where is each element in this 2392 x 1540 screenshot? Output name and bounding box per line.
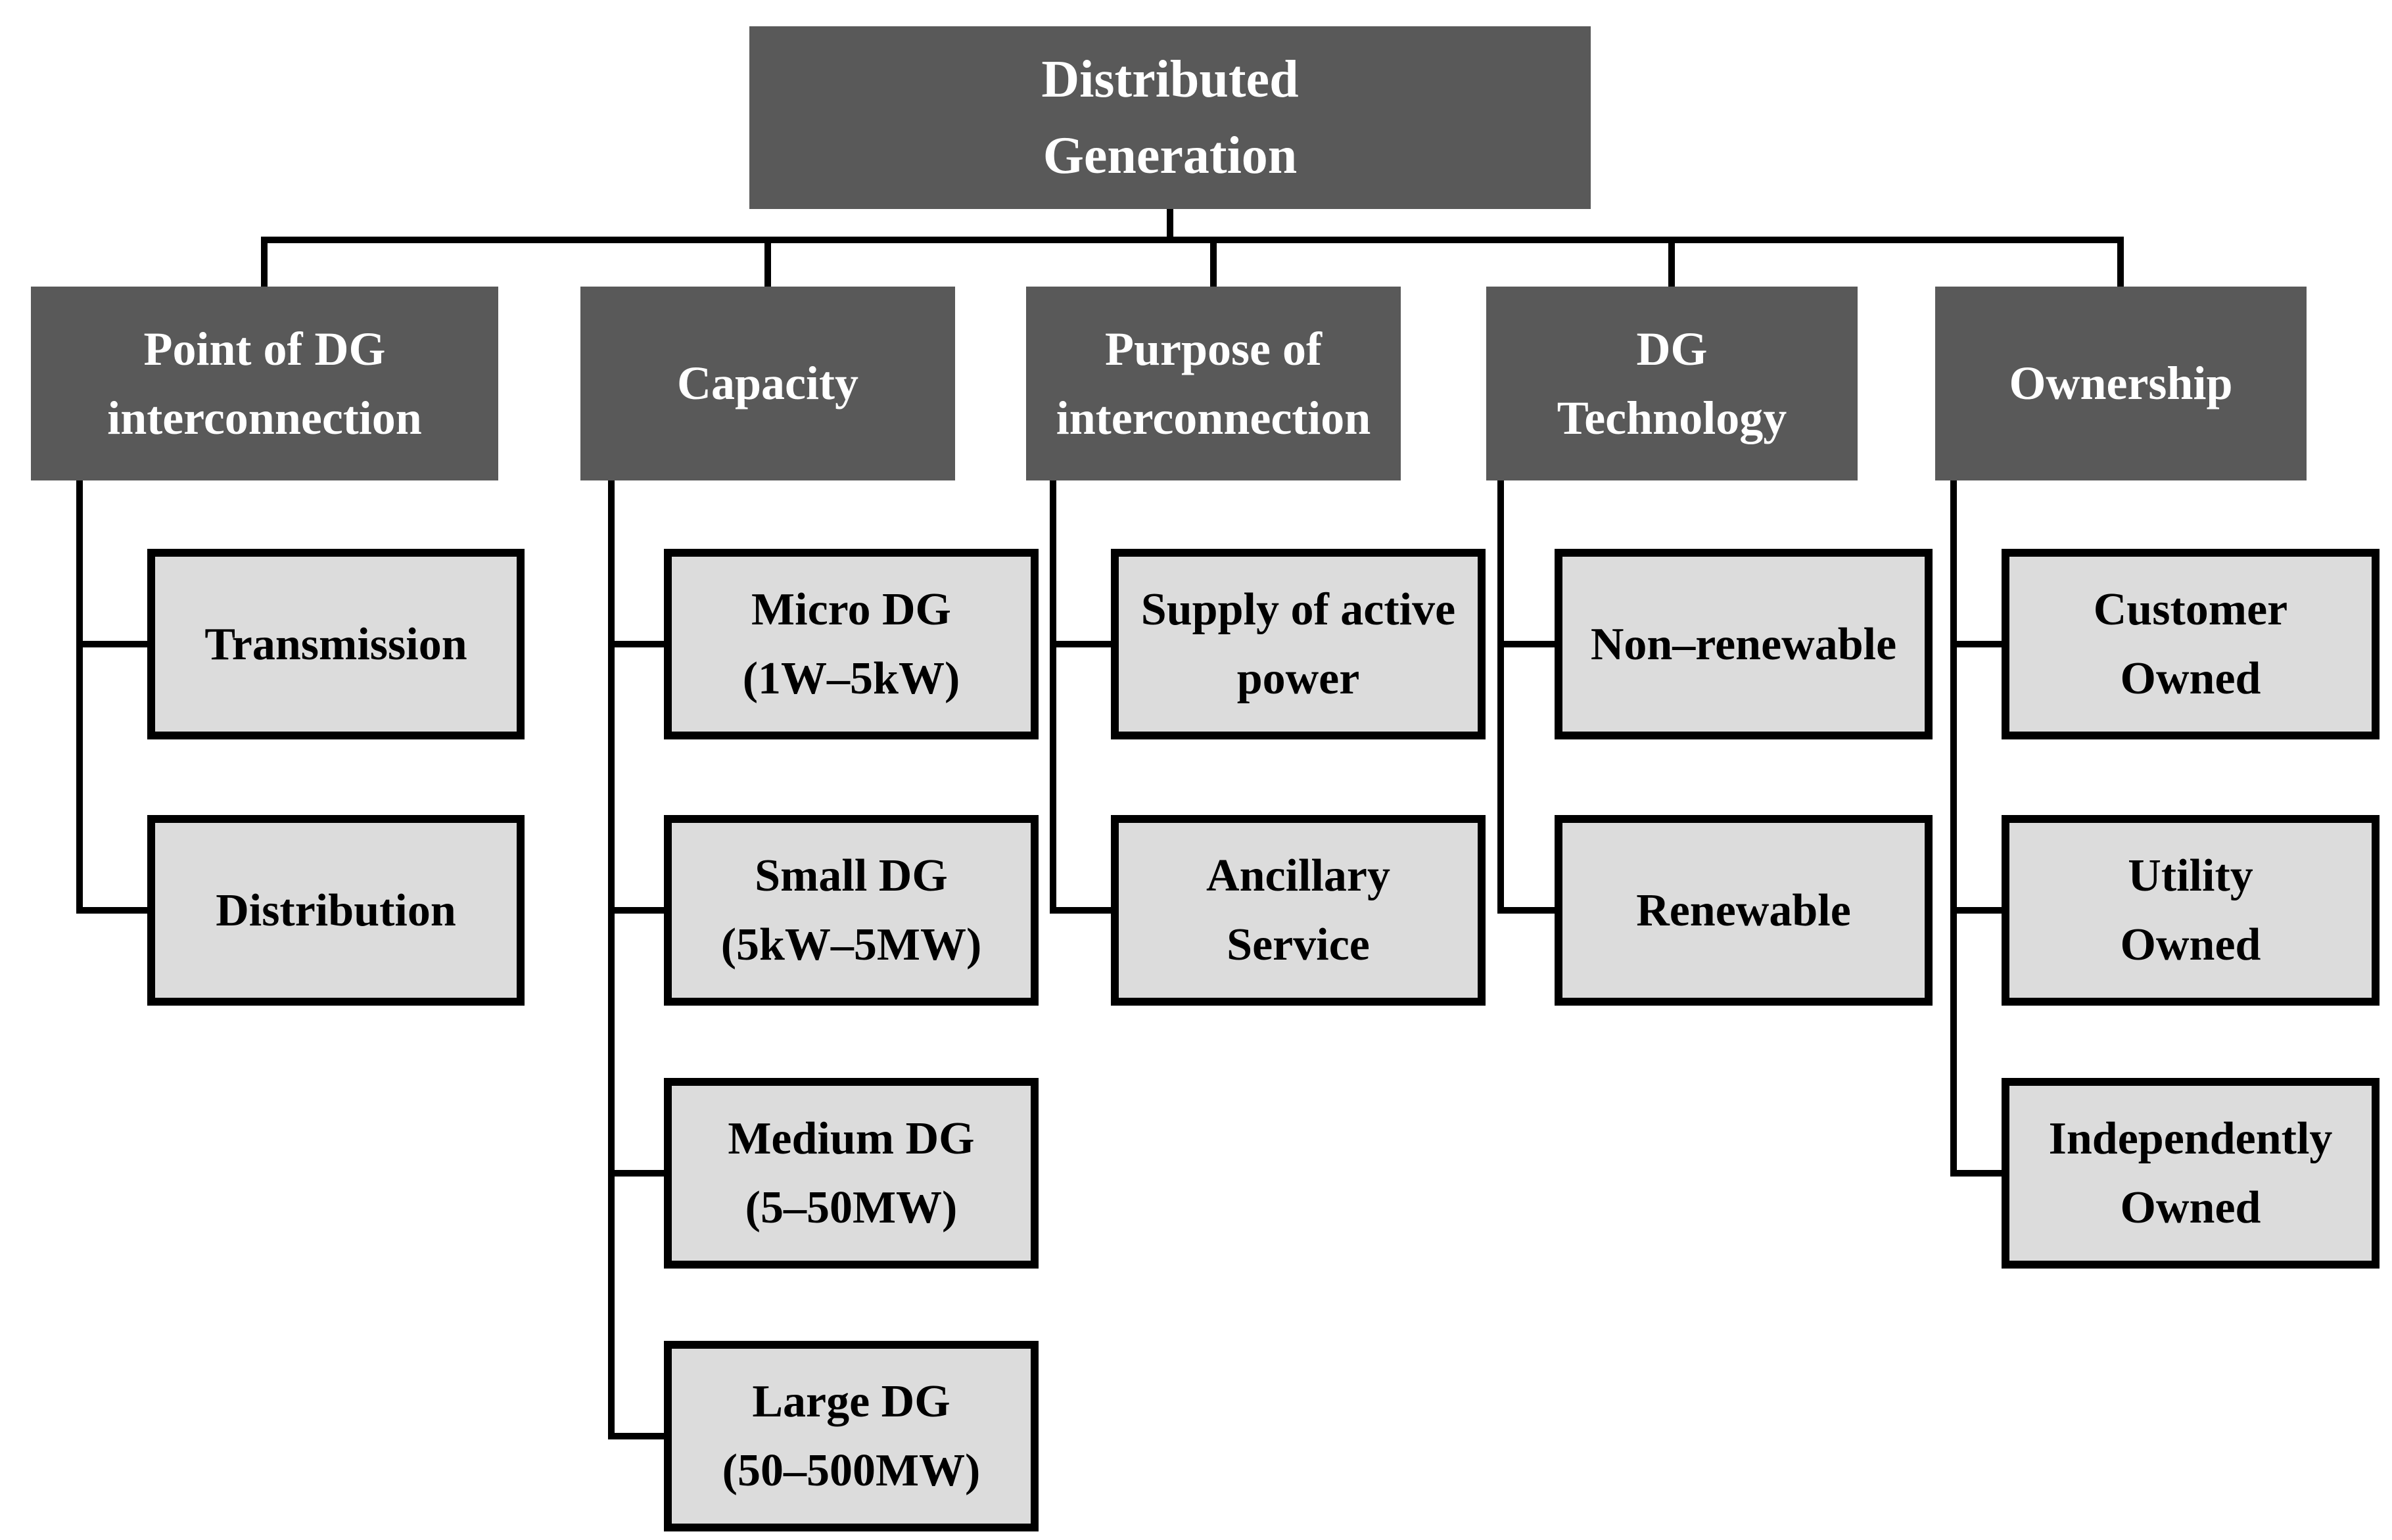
connector-stub bbox=[76, 641, 147, 647]
node-label-line: Transmission bbox=[204, 618, 467, 670]
node-label-line: Owned bbox=[2120, 920, 2261, 970]
node-label-line: Medium DG bbox=[728, 1113, 975, 1164]
connector-drop-5 bbox=[2117, 243, 2124, 287]
node-distribution: Distribution bbox=[147, 815, 525, 1006]
node-label-line: interconnection bbox=[107, 391, 422, 444]
branch-point-of-dg-interconnection: Point of DG interconnection bbox=[31, 287, 498, 480]
branch-dg-technology: DG Technology bbox=[1486, 287, 1858, 480]
node-label-line: interconnection bbox=[1056, 391, 1371, 444]
connector-stub bbox=[608, 907, 664, 914]
node-transmission: Transmission bbox=[147, 549, 525, 739]
connector-trunk-2 bbox=[608, 480, 615, 1439]
branch-ownership: Ownership bbox=[1935, 287, 2307, 480]
connector-stub bbox=[608, 1170, 664, 1177]
node-label-line: Ancillary bbox=[1206, 851, 1390, 901]
node-micro-dg: Micro DG (1W–5kW) bbox=[664, 549, 1039, 739]
connector-stub bbox=[1050, 907, 1111, 914]
node-supply-of-active-power: Supply of active power bbox=[1111, 549, 1486, 739]
node-label-line: (50–500MW) bbox=[722, 1445, 981, 1496]
node-non-renewable: Non–renewable bbox=[1555, 549, 1933, 739]
connector-stub bbox=[608, 641, 664, 647]
node-label-line: Micro DG bbox=[751, 584, 951, 635]
connector-root-stem bbox=[1167, 209, 1173, 243]
connector-stub bbox=[1497, 907, 1555, 914]
node-label-line: Purpose of bbox=[1105, 323, 1322, 376]
node-label-line: Large DG bbox=[752, 1376, 950, 1427]
node-label-line: (5–50MW) bbox=[745, 1182, 958, 1233]
node-label-line: Utility bbox=[2128, 851, 2253, 901]
connector-drop-2 bbox=[764, 243, 771, 287]
node-customer-owned: Customer Owned bbox=[2002, 549, 2380, 739]
connector-stub bbox=[1950, 641, 2002, 647]
node-label-line: Service bbox=[1227, 920, 1370, 970]
connector-bus bbox=[261, 237, 2124, 243]
connector-stub bbox=[76, 907, 147, 914]
node-utility-owned: Utility Owned bbox=[2002, 815, 2380, 1006]
node-label-line: Owned bbox=[2120, 653, 2261, 704]
connector-stub bbox=[1050, 641, 1111, 647]
node-label-line: Small DG bbox=[755, 851, 948, 901]
connector-stub bbox=[1497, 641, 1555, 647]
connector-trunk-3 bbox=[1050, 480, 1056, 914]
node-label-line: DG bbox=[1636, 323, 1708, 376]
node-label-line: Capacity bbox=[677, 357, 858, 410]
root-distributed-generation: Distributed Generation bbox=[749, 26, 1591, 209]
node-label-line: (1W–5kW) bbox=[742, 653, 960, 704]
node-large-dg: Large DG (50–500MW) bbox=[664, 1341, 1039, 1531]
node-medium-dg: Medium DG (5–50MW) bbox=[664, 1078, 1039, 1269]
connector-stub bbox=[608, 1433, 664, 1439]
node-label-line: Ownership bbox=[2009, 357, 2233, 410]
connector-stub bbox=[1950, 1170, 2002, 1177]
node-label-line: Owned bbox=[2120, 1182, 2261, 1233]
node-label-line: Technology bbox=[1557, 391, 1787, 444]
connector-drop-1 bbox=[261, 243, 268, 287]
connector-stub bbox=[1950, 907, 2002, 914]
node-label-line: Generation bbox=[1043, 127, 1298, 185]
node-label-line: Point of DG bbox=[143, 323, 386, 376]
node-ancillary-service: Ancillary Service bbox=[1111, 815, 1486, 1006]
node-label-line: Customer bbox=[2093, 584, 2288, 635]
branch-capacity: Capacity bbox=[580, 287, 955, 480]
node-small-dg: Small DG (5kW–5MW) bbox=[664, 815, 1039, 1006]
node-label-line: Distribution bbox=[216, 885, 456, 936]
node-label-line: (5kW–5MW) bbox=[720, 920, 982, 970]
connector-drop-3 bbox=[1210, 243, 1217, 287]
node-label-line: Supply of active bbox=[1140, 584, 1456, 635]
node-label-line: Renewable bbox=[1636, 885, 1851, 936]
connector-trunk-4 bbox=[1497, 480, 1504, 914]
branch-purpose-of-interconnection: Purpose of interconnection bbox=[1026, 287, 1401, 480]
node-renewable: Renewable bbox=[1555, 815, 1933, 1006]
node-label-line: power bbox=[1236, 653, 1360, 704]
node-label-line: Distributed bbox=[1041, 51, 1299, 108]
connector-trunk-5 bbox=[1950, 480, 1957, 1177]
connector-drop-4 bbox=[1668, 243, 1675, 287]
node-label-line: Independently bbox=[2048, 1113, 2333, 1164]
node-label-line: Non–renewable bbox=[1590, 618, 1897, 670]
connector-trunk-1 bbox=[76, 480, 83, 914]
node-independently-owned: Independently Owned bbox=[2002, 1078, 2380, 1269]
